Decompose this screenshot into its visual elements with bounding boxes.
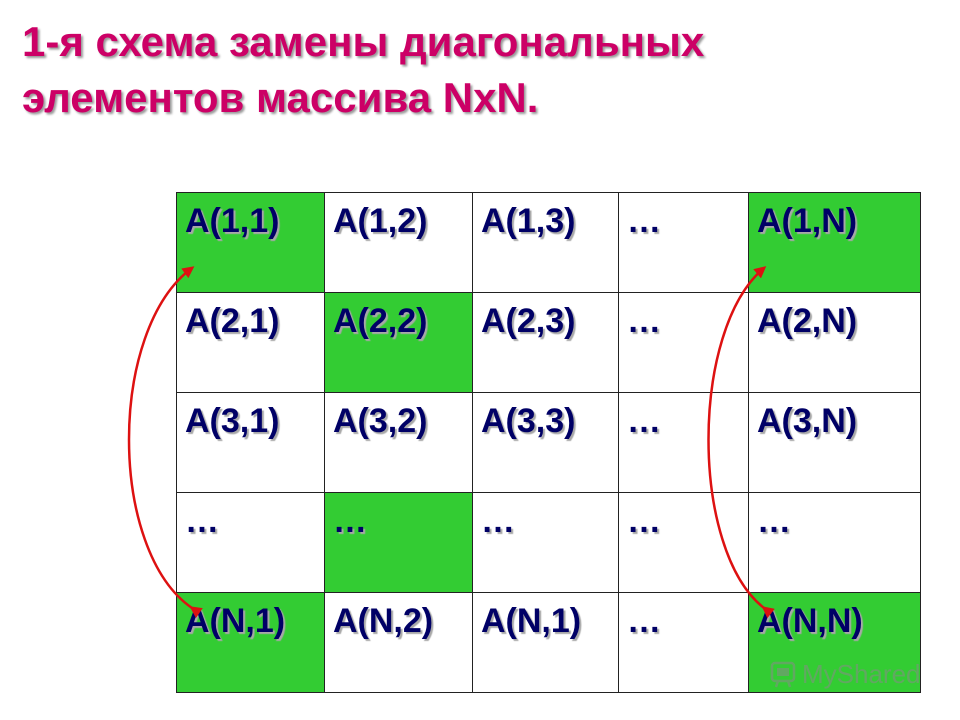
cell-label: … bbox=[757, 502, 791, 540]
cell-label: … bbox=[627, 602, 661, 640]
cell-label: A(1,3) bbox=[481, 202, 576, 240]
cell-3-4: … bbox=[618, 392, 749, 493]
cell-2-n: A(2,N) bbox=[748, 292, 921, 393]
title-line-2: элементов массива NxN. bbox=[22, 74, 539, 121]
cell-1-1: A(1,1) bbox=[176, 192, 325, 293]
cell-2-2: A(2,2) bbox=[324, 292, 473, 393]
matrix-row-n: A(N,1) A(N,2) A(N,1) … A(N,N) bbox=[176, 592, 921, 693]
cell-3-1: A(3,1) bbox=[176, 392, 325, 493]
cell-label: A(3,2) bbox=[333, 402, 428, 440]
cell-4-2: … bbox=[324, 492, 473, 593]
cell-4-3: … bbox=[472, 492, 619, 593]
array-matrix: A(1,1) A(1,2) A(1,3) … A(1,N) A(2,1) A(2… bbox=[176, 192, 921, 693]
cell-label: A(N,2) bbox=[333, 602, 434, 640]
cell-n-4: … bbox=[618, 592, 749, 693]
cell-4-4: … bbox=[618, 492, 749, 593]
cell-label: … bbox=[627, 402, 661, 440]
matrix-row-2: A(2,1) A(2,2) A(2,3) … A(2,N) bbox=[176, 292, 921, 393]
cell-label: A(1,1) bbox=[185, 202, 280, 240]
cell-label: … bbox=[627, 502, 661, 540]
cell-n-2: A(N,2) bbox=[324, 592, 473, 693]
cell-label: … bbox=[481, 502, 515, 540]
cell-3-2: A(3,2) bbox=[324, 392, 473, 493]
cell-label: A(2,N) bbox=[757, 302, 858, 340]
cell-1-4: … bbox=[618, 192, 749, 293]
cell-2-3: A(2,3) bbox=[472, 292, 619, 393]
watermark-text: MyShared bbox=[802, 658, 921, 689]
cell-label: … bbox=[333, 502, 367, 540]
cell-n-1: A(N,1) bbox=[176, 592, 325, 693]
cell-label: A(N,1) bbox=[185, 602, 286, 640]
cell-label: A(2,3) bbox=[481, 302, 576, 340]
cell-1-n: A(1,N) bbox=[748, 192, 921, 293]
matrix-row-1: A(1,1) A(1,2) A(1,3) … A(1,N) bbox=[176, 192, 921, 293]
cell-1-2: A(1,2) bbox=[324, 192, 473, 293]
cell-label: A(1,2) bbox=[333, 202, 428, 240]
cell-label: A(N,1) bbox=[481, 602, 582, 640]
cell-n-3: A(N,1) bbox=[472, 592, 619, 693]
matrix-row-3: A(3,1) A(3,2) A(3,3) … A(3,N) bbox=[176, 392, 921, 493]
cell-4-1: … bbox=[176, 492, 325, 593]
cell-label: A(1,N) bbox=[757, 202, 858, 240]
title-line-1: 1-я схема замены диагональных bbox=[22, 18, 705, 65]
cell-4-n: … bbox=[748, 492, 921, 593]
myshared-logo-icon bbox=[770, 661, 796, 688]
cell-label: A(2,2) bbox=[333, 302, 428, 340]
matrix-row-4: … … … … … bbox=[176, 492, 921, 593]
cell-label: A(3,3) bbox=[481, 402, 576, 440]
cell-label: A(N,N) bbox=[757, 602, 863, 640]
cell-label: A(3,1) bbox=[185, 402, 280, 440]
cell-1-3: A(1,3) bbox=[472, 192, 619, 293]
cell-label: A(2,1) bbox=[185, 302, 280, 340]
cell-2-4: … bbox=[618, 292, 749, 393]
cell-label: … bbox=[185, 502, 219, 540]
watermark: MyShared bbox=[768, 656, 921, 692]
cell-label: … bbox=[627, 302, 661, 340]
cell-3-3: A(3,3) bbox=[472, 392, 619, 493]
cell-label: A(3,N) bbox=[757, 402, 858, 440]
cell-3-n: A(3,N) bbox=[748, 392, 921, 493]
cell-label: … bbox=[627, 202, 661, 240]
cell-2-1: A(2,1) bbox=[176, 292, 325, 393]
slide-title: 1-я схема замены диагональных элементов … bbox=[22, 14, 942, 126]
